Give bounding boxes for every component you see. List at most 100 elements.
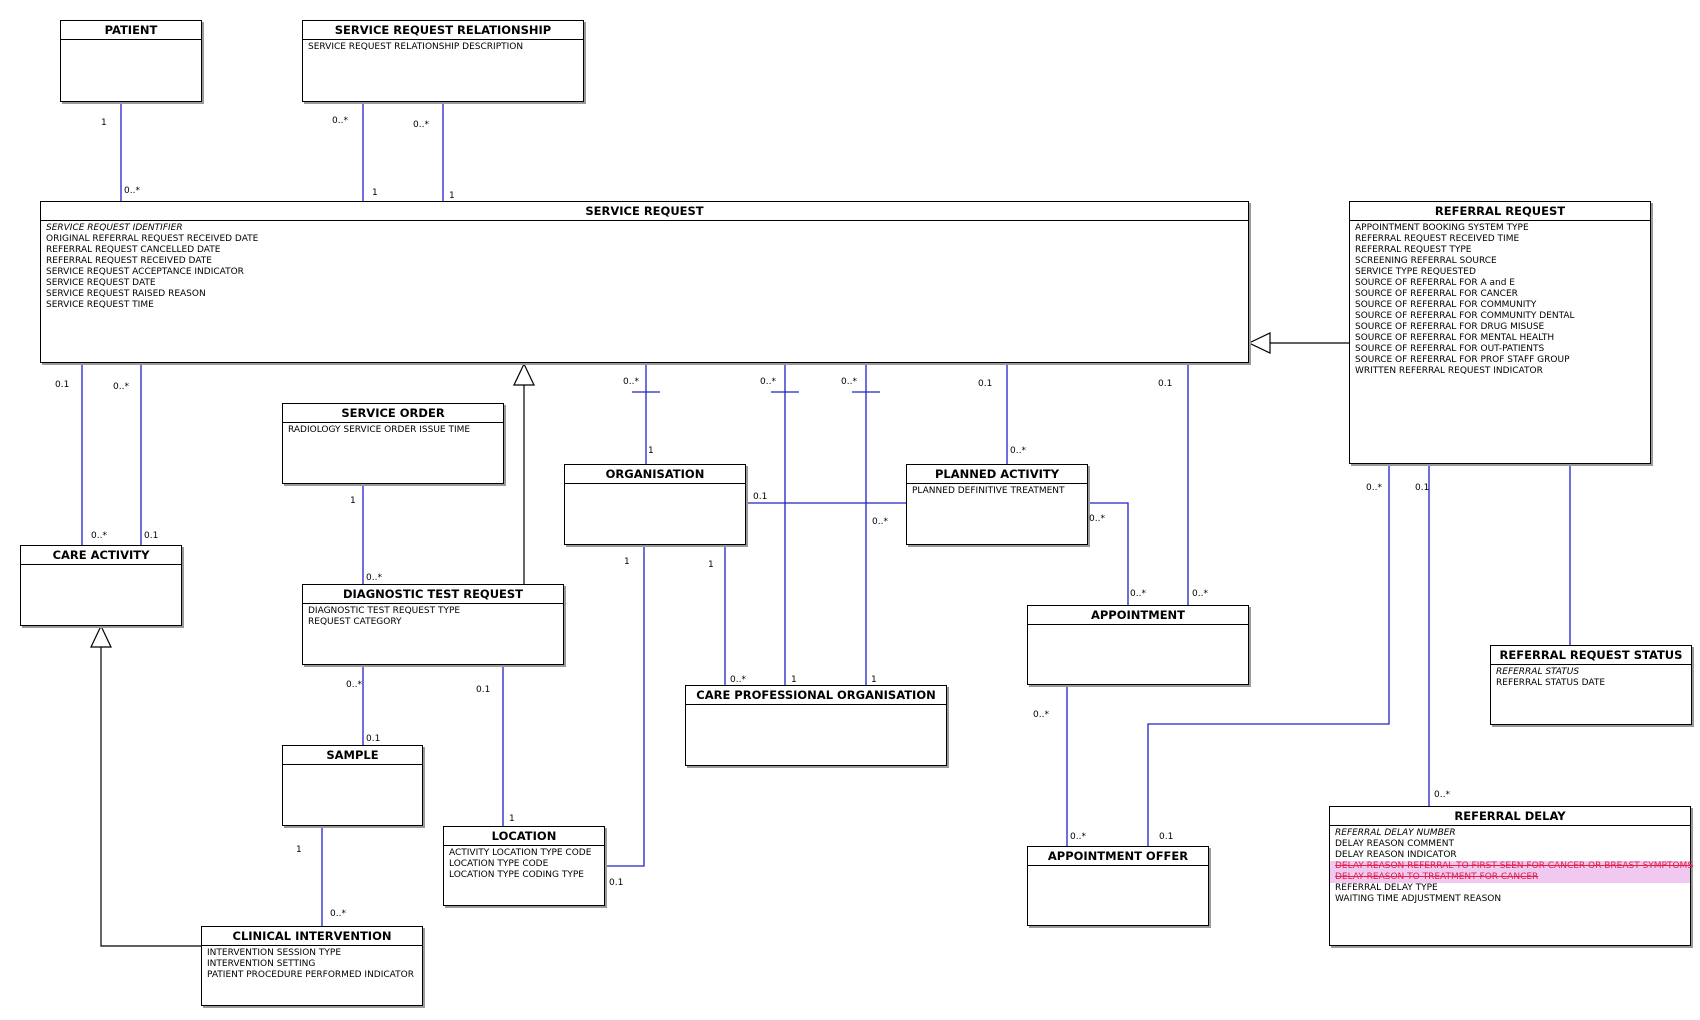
attribute: ACTIVITY LOCATION TYPE CODE <box>449 848 592 858</box>
attribute: SOURCE OF REFERRAL FOR COMMUNITY <box>1355 300 1537 310</box>
multiplicity-label: 0..* <box>730 675 746 685</box>
attribute: REFERRAL DELAY NUMBER <box>1335 828 1456 838</box>
class-appointment-offer[interactable]: APPOINTMENT OFFER <box>1027 846 1209 926</box>
attribute: DELAY REASON TO TREATMENT FOR CANCER <box>1330 872 1690 883</box>
attribute-list <box>1028 625 1248 627</box>
attribute: SERVICE REQUEST DATE <box>46 278 156 288</box>
attribute: INTERVENTION SESSION TYPE <box>207 948 342 958</box>
attribute: REFERRAL REQUEST RECEIVED TIME <box>1355 234 1520 244</box>
attribute: SOURCE OF REFERRAL FOR DRUG MISUSE <box>1355 322 1545 332</box>
multiplicity-label: 0..* <box>1010 446 1026 456</box>
multiplicity-label: 0.1 <box>609 878 624 888</box>
attribute: PLANNED DEFINITIVE TREATMENT <box>912 486 1065 496</box>
attribute: RADIOLOGY SERVICE ORDER ISSUE TIME <box>288 425 471 435</box>
class-sample[interactable]: SAMPLE <box>282 745 423 826</box>
attribute: LOCATION TYPE CODING TYPE <box>449 870 584 880</box>
attribute: REQUEST CATEGORY <box>308 617 402 627</box>
attribute: SERVICE REQUEST IDENTIFIER <box>46 223 183 233</box>
class-patient[interactable]: PATIENT <box>60 20 202 102</box>
multiplicity-label: 0..* <box>366 573 382 583</box>
multiplicity-label: 1 <box>372 188 378 198</box>
multiplicity-label: 1 <box>449 191 455 201</box>
class-title: SERVICE REQUEST RELATIONSHIP <box>303 21 583 40</box>
multiplicity-label: 0..* <box>1130 589 1146 599</box>
class-title: DIAGNOSTIC TEST REQUEST <box>303 585 563 604</box>
attribute: APPOINTMENT BOOKING SYSTEM TYPE <box>1355 223 1529 233</box>
class-title: SAMPLE <box>283 746 422 765</box>
class-care-professional-organisation[interactable]: CARE PROFESSIONAL ORGANISATION <box>685 685 947 766</box>
multiplicity-label: 1 <box>708 560 714 570</box>
multiplicity-label: 0..* <box>332 116 348 126</box>
attribute: WRITTEN REFERRAL REQUEST INDICATOR <box>1355 366 1543 376</box>
class-service-order[interactable]: SERVICE ORDER RADIOLOGY SERVICE ORDER IS… <box>282 403 504 484</box>
multiplicity-label: 1 <box>296 845 302 855</box>
attribute: SERVICE REQUEST ACCEPTANCE INDICATOR <box>46 267 244 277</box>
class-title: SERVICE ORDER <box>283 404 503 423</box>
multiplicity-label: 1 <box>791 675 797 685</box>
multiplicity-label: 0..* <box>330 909 346 919</box>
attribute: REFERRAL DELAY TYPE <box>1335 883 1438 893</box>
multiplicity-label: 0..* <box>1070 832 1086 842</box>
class-service-request-relationship[interactable]: SERVICE REQUEST RELATIONSHIP SERVICE REQ… <box>302 20 584 102</box>
attribute: SOURCE OF REFERRAL FOR COMMUNITY DENTAL <box>1355 311 1575 321</box>
attribute: REFERRAL REQUEST CANCELLED DATE <box>46 245 221 255</box>
multiplicity-label: 0..* <box>413 120 429 130</box>
attribute: ORIGINAL REFERRAL REQUEST RECEIVED DATE <box>46 234 259 244</box>
multiplicity-label: 1 <box>350 496 356 506</box>
attribute: SOURCE OF REFERRAL FOR PROF STAFF GROUP <box>1355 355 1570 365</box>
attribute: REFERRAL STATUS <box>1496 667 1580 677</box>
class-title: ORGANISATION <box>565 465 745 484</box>
attribute-list <box>283 765 422 767</box>
attribute: DELAY REASON COMMENT <box>1335 839 1454 849</box>
multiplicity-label: 0.1 <box>144 531 159 541</box>
attribute: SERVICE TYPE REQUESTED <box>1355 267 1476 277</box>
attribute: PATIENT PROCEDURE PERFORMED INDICATOR <box>207 970 414 980</box>
attribute: SERVICE REQUEST RELATIONSHIP DESCRIPTION <box>308 42 524 52</box>
attribute-list: RADIOLOGY SERVICE ORDER ISSUE TIME <box>283 423 503 436</box>
class-service-request[interactable]: SERVICE REQUEST SERVICE REQUEST IDENTIFI… <box>40 201 1249 363</box>
attribute: LOCATION TYPE CODE <box>449 859 549 869</box>
attribute-list <box>61 40 201 42</box>
multiplicity-label: 0..* <box>760 377 776 387</box>
class-referral-request[interactable]: REFERRAL REQUEST APPOINTMENT BOOKING SYS… <box>1349 201 1651 464</box>
class-organisation[interactable]: ORGANISATION <box>564 464 746 545</box>
class-care-activity[interactable]: CARE ACTIVITY <box>20 545 182 626</box>
class-appointment[interactable]: APPOINTMENT <box>1027 605 1249 685</box>
class-planned-activity[interactable]: PLANNED ACTIVITY PLANNED DEFINITIVE TREA… <box>906 464 1088 545</box>
attribute-list <box>686 705 946 707</box>
multiplicity-label: 0..* <box>1192 589 1208 599</box>
multiplicity-label: 1 <box>101 118 107 128</box>
multiplicity-label: 1 <box>624 557 630 567</box>
class-title: CARE ACTIVITY <box>21 546 181 565</box>
multiplicity-label: 1 <box>871 675 877 685</box>
class-clinical-intervention[interactable]: CLINICAL INTERVENTION INTERVENTION SESSI… <box>201 926 423 1006</box>
multiplicity-label: 0..* <box>113 382 129 392</box>
attribute: REFERRAL REQUEST TYPE <box>1355 245 1472 255</box>
multiplicity-label: 0.1 <box>1159 832 1174 842</box>
class-title: PATIENT <box>61 21 201 40</box>
class-title: CARE PROFESSIONAL ORGANISATION <box>686 686 946 705</box>
attribute: SOURCE OF REFERRAL FOR OUT-PATIENTS <box>1355 344 1545 354</box>
class-diagnostic-test-request[interactable]: DIAGNOSTIC TEST REQUEST DIAGNOSTIC TEST … <box>302 584 564 665</box>
multiplicity-label: 0.1 <box>1158 379 1173 389</box>
attribute: SOURCE OF REFERRAL FOR CANCER <box>1355 289 1518 299</box>
class-title: PLANNED ACTIVITY <box>907 465 1087 484</box>
attribute: SOURCE OF REFERRAL FOR A and E <box>1355 278 1515 288</box>
multiplicity-label: 0..* <box>872 517 888 527</box>
attribute: INTERVENTION SETTING <box>207 959 316 969</box>
attribute: SERVICE REQUEST RAISED REASON <box>46 289 206 299</box>
attribute: SERVICE REQUEST TIME <box>46 300 154 310</box>
multiplicity-label: 0.1 <box>476 685 491 695</box>
class-title: SERVICE REQUEST <box>41 202 1248 221</box>
attribute: DELAY REASON INDICATOR <box>1335 850 1457 860</box>
attribute-list <box>1028 866 1208 868</box>
multiplicity-label: 0.1 <box>753 492 768 502</box>
